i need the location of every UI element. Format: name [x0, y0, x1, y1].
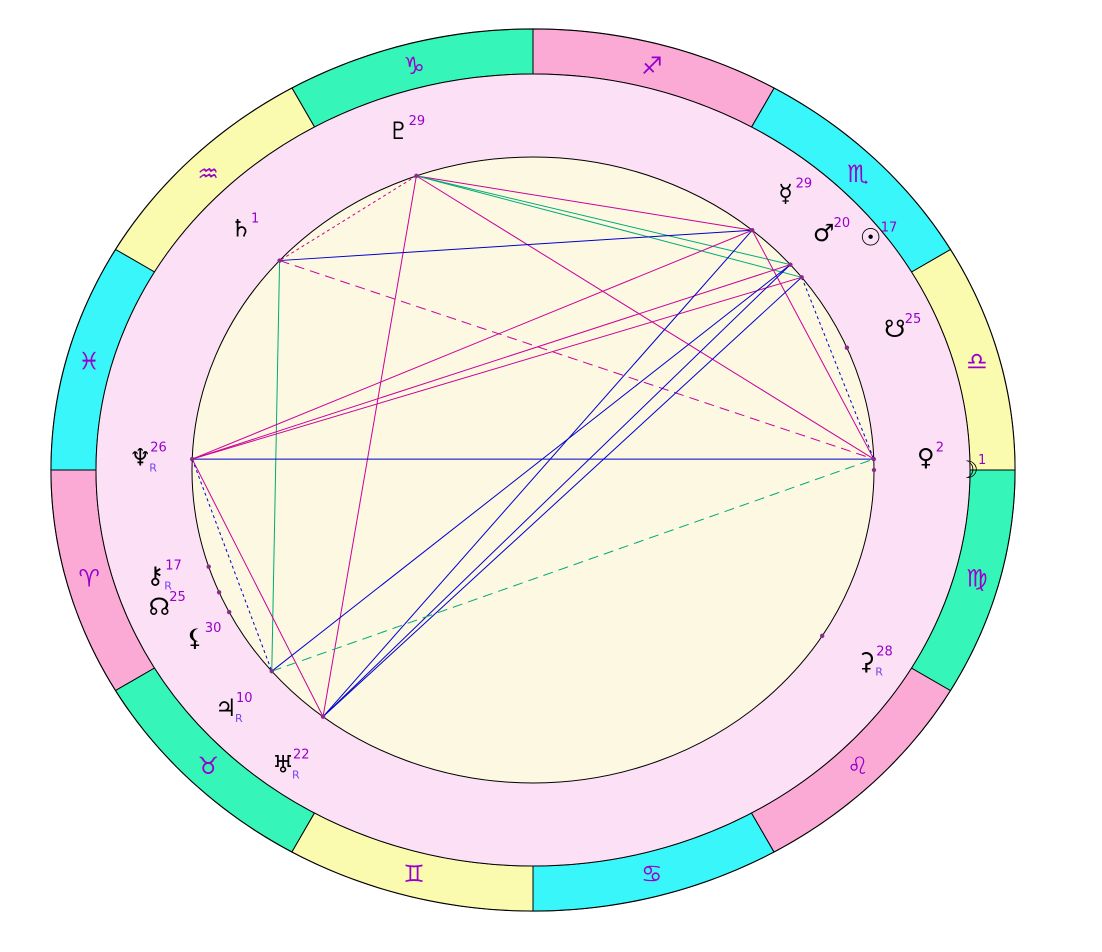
aspect-line-pluto-mars — [416, 175, 791, 266]
jupiter-degree: 10 — [236, 691, 253, 706]
aspect-line-sun-venus — [801, 277, 875, 460]
black-moon-dot — [226, 609, 232, 615]
aspect-line-pluto-saturn — [279, 175, 417, 261]
black-moon-degree: 30 — [205, 621, 222, 636]
libra-icon: ♎ — [966, 348, 988, 376]
aspect-line-mars-uranus — [322, 264, 791, 718]
saturn-dot — [277, 258, 282, 263]
virgo-icon: ♍ — [966, 564, 988, 592]
aquarius-icon: ♒ — [197, 160, 219, 188]
mercury-icon: ☿ — [778, 179, 793, 207]
sun-dot — [799, 275, 804, 280]
aspect-line-saturn-jupiter — [271, 260, 281, 672]
neptune-retrograde: R — [149, 461, 157, 474]
aspect-line-neptune-uranus — [191, 458, 324, 717]
chiron-dot — [206, 564, 211, 569]
north-node-icon: ☊ — [149, 593, 170, 621]
neptune-dot — [190, 456, 195, 462]
aries-icon: ♈ — [78, 564, 100, 592]
pisces-icon: ♓ — [78, 348, 100, 376]
mars-dot — [788, 262, 793, 267]
ceres-dot — [819, 633, 825, 639]
aspect-line-neptune-mercury — [192, 229, 753, 460]
chiron-icon: ⚷ — [146, 562, 164, 590]
sun-degree: 17 — [881, 221, 898, 236]
north-node-degree: 25 — [169, 590, 186, 605]
capricorn-icon: ♑ — [403, 52, 425, 80]
uranus-degree: 22 — [293, 747, 310, 762]
zodiac-wheel: ♈ ♉ ♊ ♋ ♌ ♍ ♎ ♏ ♐ ♑ ♒ ♓ — [50, 28, 1016, 912]
jupiter-retrograde: R — [235, 712, 243, 725]
ceres-retrograde: R — [875, 665, 883, 678]
jupiter-icon: ♃ — [215, 694, 237, 722]
aspect-line-mars-jupiter — [271, 264, 791, 672]
saturn-degree: 1 — [251, 211, 259, 226]
chiron-degree: 17 — [165, 559, 182, 574]
aspect-line-pluto-mercury — [416, 175, 753, 231]
aspect-line-neptune-sun — [192, 276, 802, 460]
neptune-degree: 26 — [150, 440, 167, 455]
mars-icon: ♂ — [813, 219, 835, 247]
pluto-dot — [414, 173, 419, 179]
uranus-icon: ♅ — [272, 750, 294, 778]
moon-icon: ☽ — [957, 456, 979, 484]
aspect-line-neptune-mars — [192, 264, 791, 460]
uranus-dot — [320, 714, 326, 719]
neptune-icon: ♆ — [129, 443, 151, 471]
pluto-icon: ♇ — [388, 117, 410, 145]
taurus-icon: ♉ — [197, 752, 219, 780]
south-node-dot — [844, 345, 850, 350]
sun-icon: ☉ — [860, 224, 882, 252]
aspect-line-sun-uranus — [322, 276, 803, 718]
aspect-line-pluto-sun — [416, 175, 802, 278]
inner-disc — [191, 156, 875, 784]
scorpio-icon: ♏ — [847, 160, 869, 188]
cancer-icon: ♋ — [641, 860, 663, 888]
pluto-degree: 29 — [409, 114, 426, 129]
mercury-dot — [749, 228, 755, 233]
south-node-icon: ☋ — [884, 315, 905, 343]
aspect-line-jupiter-venus — [271, 458, 874, 672]
venus-degree: 2 — [936, 440, 944, 455]
aspect-line-saturn-venus — [279, 260, 874, 460]
moon-dot — [871, 467, 877, 473]
saturn-icon: ♄ — [230, 214, 252, 242]
ceres-icon: ⚳ — [857, 647, 875, 675]
moon-degree: 1 — [978, 453, 986, 468]
north-node-dot — [216, 590, 222, 595]
mercury-degree: 29 — [796, 176, 813, 191]
aspect-lines — [191, 175, 875, 718]
aspect-line-saturn-mercury — [279, 229, 753, 262]
sagittarius-icon: ♐ — [641, 52, 663, 80]
aspect-line-neptune-jupiter — [191, 458, 273, 672]
gemini-icon: ♊ — [403, 860, 425, 888]
aspect-line-pluto-uranus — [322, 175, 417, 717]
venus-dot — [871, 456, 876, 462]
aspect-line-pluto-venus — [416, 175, 875, 460]
planet-markers: ♇29☿29♂20☉17♄1☋25♆26R♀2☽1⚷17R☊25⚸30♃10R♅… — [129, 114, 986, 782]
chiron-retrograde: R — [164, 580, 172, 593]
aspect-line-mercury-uranus — [322, 229, 753, 717]
aspect-line-mercury-venus — [751, 229, 875, 460]
mars-degree: 20 — [834, 216, 851, 231]
leo-icon: ♌ — [847, 752, 869, 780]
uranus-retrograde: R — [292, 768, 300, 781]
venus-icon: ♀ — [917, 443, 935, 471]
jupiter-dot — [269, 668, 274, 674]
black-moon-icon: ⚸ — [186, 624, 204, 652]
ceres-degree: 28 — [876, 644, 893, 659]
south-node-degree: 25 — [905, 312, 922, 327]
